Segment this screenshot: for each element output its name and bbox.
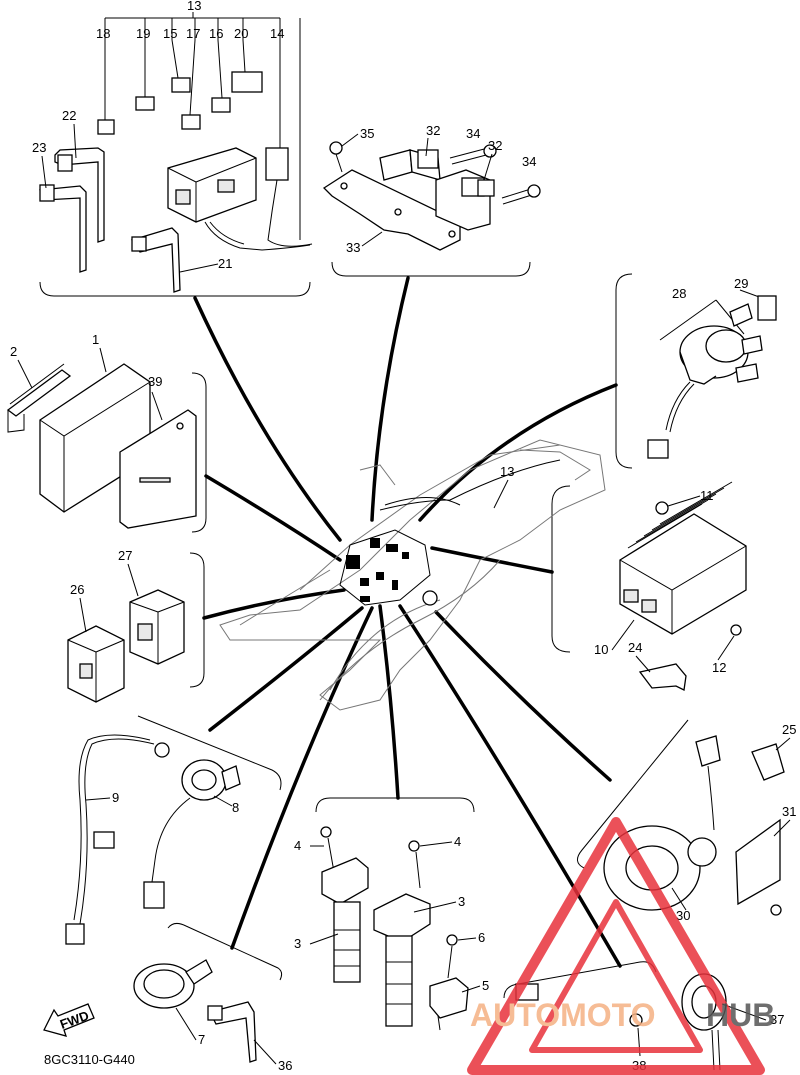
label-32a: 32 xyxy=(426,123,440,138)
label-37: 37 xyxy=(770,1012,784,1027)
label-20: 20 xyxy=(234,26,248,41)
watermark-logo: AUTOMOTO HUB xyxy=(467,817,775,1075)
label-24: 24 xyxy=(628,640,642,655)
label-19: 19 xyxy=(136,26,150,41)
label-29: 29 xyxy=(734,276,748,291)
label-4b: 4 xyxy=(454,834,461,849)
label-21: 21 xyxy=(218,256,232,271)
label-9: 9 xyxy=(112,790,119,805)
group-brackets xyxy=(39,261,689,999)
label-30: 30 xyxy=(676,908,690,923)
label-6: 6 xyxy=(478,930,485,945)
label-5: 5 xyxy=(482,978,489,993)
rectifier-group xyxy=(619,481,747,691)
ignition-coil-group xyxy=(320,826,469,1031)
label-23: 23 xyxy=(32,140,46,155)
label-22: 22 xyxy=(62,108,76,123)
label-3a: 3 xyxy=(294,936,301,951)
sensor-group-left xyxy=(65,734,257,1063)
label-28: 28 xyxy=(672,286,686,301)
label-35: 35 xyxy=(360,126,374,141)
label-13b: 13 xyxy=(500,464,514,479)
label-10: 10 xyxy=(594,642,608,657)
fwd-label: FWD xyxy=(58,1008,91,1032)
label-26: 26 xyxy=(70,582,84,597)
watermark-text-left: AUTOMOTO xyxy=(470,997,655,1033)
label-3b: 3 xyxy=(458,894,465,909)
label-16: 16 xyxy=(209,26,223,41)
label-2: 2 xyxy=(10,344,17,359)
fwd-arrow: FWD xyxy=(43,1003,95,1037)
label-39: 39 xyxy=(148,374,162,389)
label-31: 31 xyxy=(782,804,796,819)
label-32b: 32 xyxy=(488,138,502,153)
label-27: 27 xyxy=(118,548,132,563)
watermark-triangle-icon xyxy=(467,817,765,1075)
label-leaders xyxy=(17,123,791,1065)
label-1: 1 xyxy=(92,332,99,347)
label-8: 8 xyxy=(232,800,239,815)
label-34a: 34 xyxy=(466,126,480,141)
label-15: 15 xyxy=(163,26,177,41)
relay-group xyxy=(67,589,185,703)
leader-lines xyxy=(193,276,622,968)
relay-bracket-group xyxy=(322,141,541,251)
label-4a: 4 xyxy=(294,838,301,853)
label-18: 18 xyxy=(96,26,110,41)
label-11: 11 xyxy=(700,488,714,503)
motorcycle-frame xyxy=(219,439,606,711)
ecu-group xyxy=(6,363,197,529)
label-12: 12 xyxy=(712,660,726,675)
label-17: 17 xyxy=(186,26,200,41)
label-34b: 34 xyxy=(522,154,536,169)
label-7: 7 xyxy=(198,1032,205,1047)
label-13a: 13 xyxy=(187,0,201,13)
part-number-labels: 1 2 3 3 3 4 4 5 6 7 8 9 10 11 12 13 13 1… xyxy=(10,0,796,1073)
label-14: 14 xyxy=(270,26,284,41)
main-switch-group xyxy=(647,289,777,459)
fuse-box-group xyxy=(39,12,313,293)
label-33: 33 xyxy=(346,240,360,255)
label-25: 25 xyxy=(782,722,796,737)
diagram-code: 8GC3110-G440 xyxy=(44,1052,135,1067)
watermark-text-right: HUB xyxy=(706,997,775,1033)
label-36: 36 xyxy=(278,1058,292,1073)
